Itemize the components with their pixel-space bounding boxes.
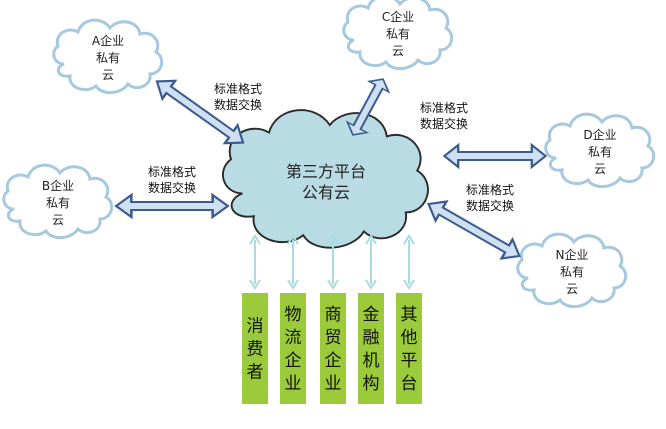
private-cloud-c: C企业 私有 云: [342, 0, 454, 71]
arrow-c: [345, 78, 391, 136]
participant-other-char-0: 其: [401, 305, 418, 325]
connector-arrow-other: [403, 234, 415, 290]
arrow-d: [442, 142, 548, 170]
participant-logistics-char-2: 企: [285, 351, 302, 371]
participant-finance-char-1: 融: [363, 328, 380, 348]
public-cloud-line2: 公有云: [302, 183, 350, 202]
participant-finance-char-0: 金: [363, 305, 380, 325]
participant-consumer-char-0: 消: [247, 317, 264, 337]
cloud-d-line3: 云: [594, 162, 606, 176]
participant-trade-char-3: 业: [325, 374, 342, 394]
private-cloud-d: D企业 私有 云: [544, 112, 656, 189]
exchange-label-b-line1: 标准格式: [148, 164, 196, 179]
participant-other-char-1: 他: [401, 328, 418, 348]
cloud-n-line2: 私有: [560, 265, 584, 279]
cloud-a-line3: 云: [102, 68, 114, 82]
cloud-b-line3: 云: [52, 213, 64, 227]
cloud-n-line3: 云: [566, 282, 578, 296]
private-cloud-b: B企业 私有 云: [2, 163, 114, 240]
private-cloud-n: N企业 私有 云: [516, 232, 628, 309]
participant-consumer-char-1: 费: [247, 340, 264, 360]
exchange-label-d-line2: 数据交换: [420, 116, 468, 131]
cloud-b-line2: 私有: [46, 196, 70, 210]
connector-arrow-finance: [365, 234, 377, 290]
participant-other-char-3: 台: [401, 374, 418, 394]
connector-arrow-consumer: [249, 234, 261, 290]
exchange-label-n-line1: 标准格式: [466, 182, 514, 197]
participant-logistics-char-3: 业: [285, 374, 302, 394]
participant-other-char-2: 平: [401, 351, 418, 371]
participant-trade-char-2: 企: [325, 351, 342, 371]
participant-logistics-char-1: 流: [285, 328, 302, 348]
cloud-a-line2: 私有: [96, 51, 120, 65]
cloud-c-line3: 云: [392, 44, 404, 58]
public-cloud-line1: 第三方平台: [286, 162, 366, 181]
exchange-label-d-line1: 标准格式: [420, 100, 468, 115]
participant-bar-consumer: 消费者: [242, 293, 268, 404]
participant-finance-char-2: 机: [363, 351, 380, 371]
participant-consumer-char-2: 者: [247, 363, 264, 383]
cloud-b-line1: B企业: [42, 178, 74, 193]
arrow-b: [114, 192, 230, 220]
connector-arrow-logistics: [287, 234, 299, 290]
arrow-n: [427, 200, 521, 260]
participant-arrows: [249, 234, 415, 290]
cloud-c-line2: 私有: [386, 27, 410, 41]
participant-logistics-char-0: 物: [285, 305, 302, 325]
exchange-label-a-line2: 数据交换: [214, 97, 262, 112]
exchange-label-a-line1: 标准格式: [214, 81, 262, 96]
cloud-a-line1: A企业: [92, 33, 124, 48]
cloud-d-line1: D企业: [583, 127, 616, 142]
participant-trade-char-1: 贸: [325, 328, 342, 348]
cloud-n-line1: N企业: [556, 247, 589, 262]
cloud-d-line2: 私有: [588, 145, 612, 159]
arrow-a: [155, 79, 245, 145]
private-cloud-a: A企业 私有 云: [52, 18, 164, 95]
connector-arrow-trade: [327, 234, 339, 290]
exchange-label-n-line2: 数据交换: [466, 198, 514, 213]
exchange-label-b-line2: 数据交换: [148, 180, 196, 195]
participant-finance-char-3: 构: [363, 374, 380, 394]
cloud-c-line1: C企业: [382, 9, 414, 24]
participant-trade-char-0: 商: [325, 305, 342, 325]
